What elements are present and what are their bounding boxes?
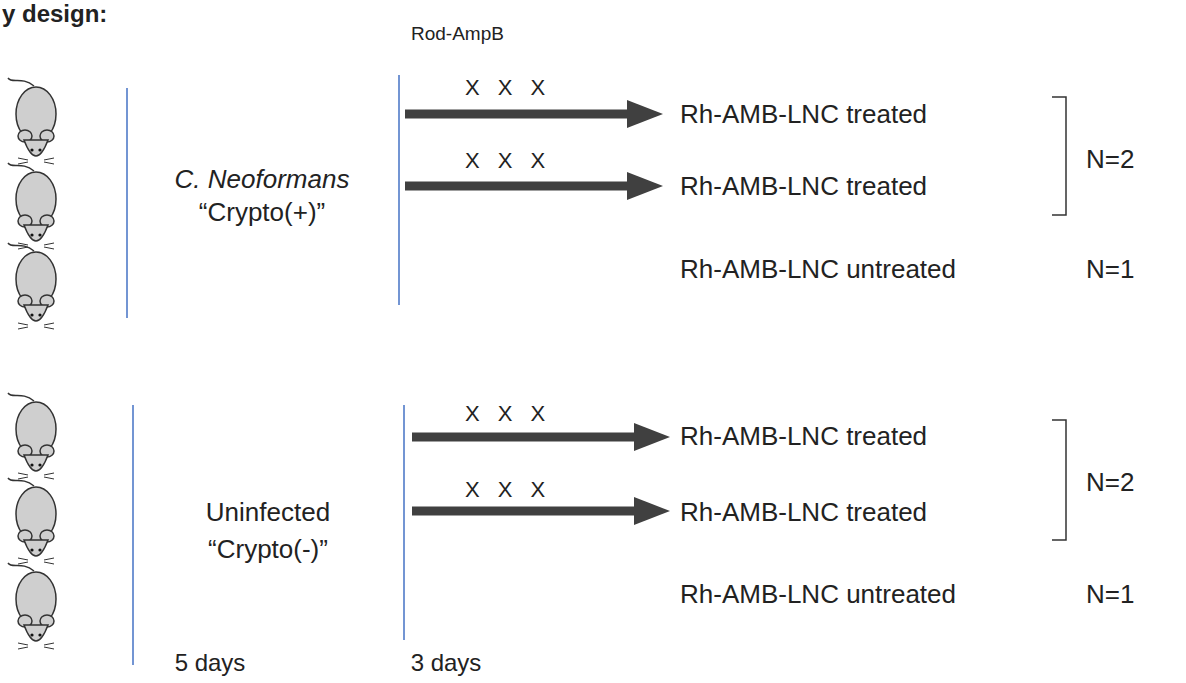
treatment-arrow [412, 423, 670, 451]
dose-marks: X X X [465, 477, 545, 502]
treatment-arrow [405, 100, 663, 128]
mouse-icon [8, 563, 56, 649]
duration-label: 5 days [175, 649, 246, 677]
count-label: N=1 [1086, 580, 1134, 610]
count-label: N=2 [1086, 468, 1134, 498]
group-label: C. Neoformans [175, 165, 350, 195]
mouse-icon [8, 78, 56, 164]
dose-marks: X X X [465, 401, 545, 426]
mouse-icon [8, 243, 56, 329]
group-bracket [1052, 97, 1066, 215]
divider-line [398, 75, 400, 305]
divider-line [132, 405, 134, 665]
arm-label: Rh-AMB-LNC untreated [680, 255, 956, 285]
arm-label: Rh-AMB-LNC treated [680, 100, 927, 130]
mouse-icon [8, 163, 56, 249]
arm-label: Rh-AMB-LNC treated [680, 422, 927, 452]
count-label: N=2 [1086, 145, 1134, 175]
group-label: Uninfected [206, 498, 330, 528]
group-label: “Crypto(+)” [199, 198, 325, 228]
count-label: N=1 [1086, 255, 1134, 285]
drug-label: Rod-AmpB [411, 23, 504, 45]
group-label: “Crypto(-)” [208, 535, 328, 565]
dose-marks: X X X [465, 148, 545, 173]
duration-label: 3 days [411, 649, 482, 677]
divider-line [403, 405, 405, 640]
treatment-arrow [405, 172, 663, 200]
divider-line [126, 88, 128, 318]
group-bracket [1052, 420, 1066, 540]
arm-label: Rh-AMB-LNC untreated [680, 580, 956, 610]
mouse-icon [8, 393, 56, 479]
mouse-icon [8, 478, 56, 564]
dose-marks: X X X [465, 75, 545, 100]
page-title: y design: [2, 0, 107, 28]
arm-label: Rh-AMB-LNC treated [680, 498, 927, 528]
arm-label: Rh-AMB-LNC treated [680, 172, 927, 202]
